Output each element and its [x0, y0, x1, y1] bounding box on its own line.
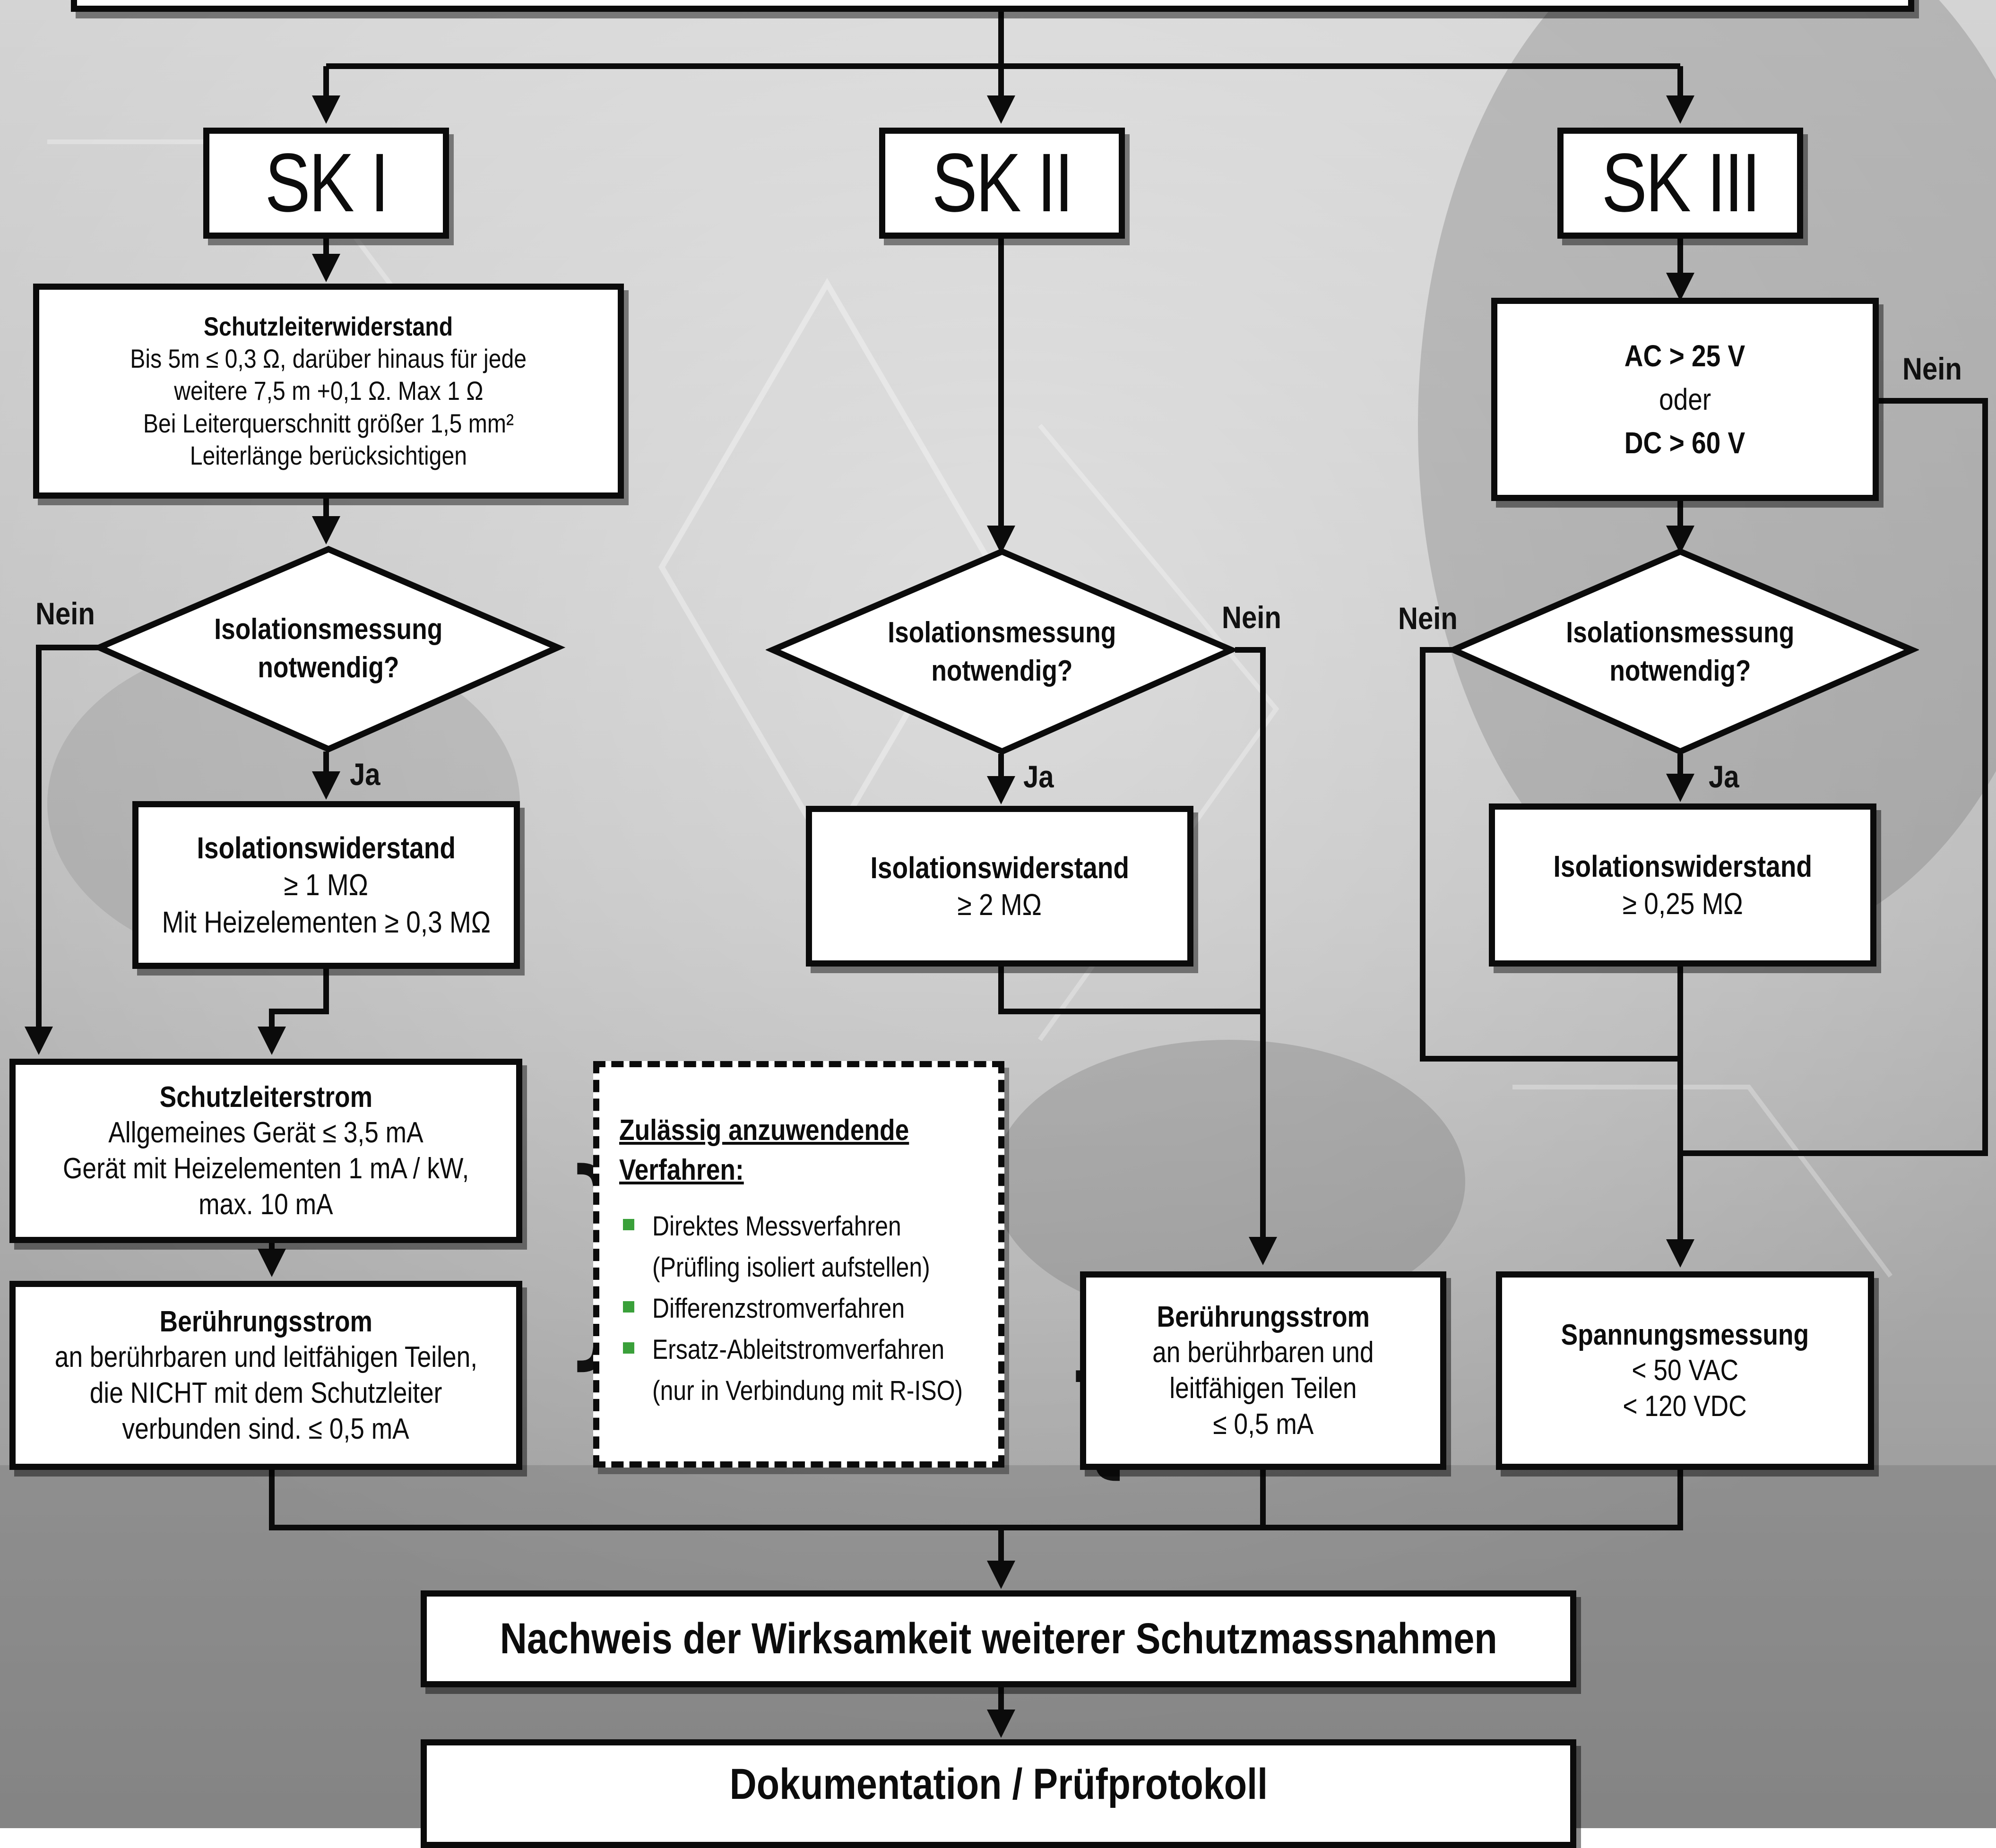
voltage-measurement-line: < 50 VAC [1632, 1354, 1738, 1387]
decision-diamond-sk3 [1446, 548, 1919, 755]
procedures-box: Zulässig anzuwendende Verfahren: Direkte… [593, 1061, 1004, 1468]
voltage-check-line: oder [1659, 382, 1711, 416]
yes-label-sk1: Ja [350, 757, 380, 792]
procedures-heading: Verfahren: [619, 1153, 744, 1186]
verification-box: Nachweis der Wirksamkeit weiterer Schutz… [421, 1590, 1576, 1687]
decision-diamond-sk2 [766, 548, 1238, 755]
voltage-check-box: AC > 25 V oder DC > 60 V [1491, 298, 1879, 501]
pe-resistance-box: Schutzleiterwiderstand Bis 5m ≤ 0,3 Ω, d… [33, 284, 624, 499]
class-label-sk1: SK I [265, 137, 389, 230]
verification-text: Nachweis der Wirksamkeit weiterer Schutz… [500, 1615, 1497, 1663]
documentation-text: Dokumentation / Prüfprotokoll [729, 1760, 1268, 1808]
decision-text-sk2: Isolationsmessung notwendig? [766, 548, 1238, 756]
insulation-line: Mit Heizelementen ≥ 0,3 MΩ [162, 905, 491, 939]
bullet-square-icon [623, 1342, 634, 1354]
pe-resistance-line: Bis 5m ≤ 0,3 Ω, darüber hinaus für jede [130, 344, 527, 374]
procedures-list: Direktes Messverfahren (Prüfling isolier… [619, 1206, 979, 1411]
insulation-line: ≥ 2 MΩ [957, 888, 1042, 922]
touch-current-box-sk1: Berührungsstrom an berührbaren und leitf… [9, 1281, 522, 1470]
class-box-sk1: SK I [203, 128, 449, 239]
procedure-item: Direktes Messverfahren (Prüfling isolier… [619, 1206, 979, 1288]
bullet-square-icon [623, 1301, 634, 1313]
touch-current-box-sk2: Berührungsstrom an berührbaren und leitf… [1080, 1271, 1446, 1470]
documentation-box: Dokumentation / Prüfprotokoll [421, 1739, 1576, 1848]
touch-current-line: an berührbaren und [1152, 1336, 1374, 1369]
insulation-box-sk1: Isolationswiderstand ≥ 1 MΩ Mit Heizelem… [132, 801, 520, 969]
insulation-title-sk2: Isolationswiderstand [870, 850, 1129, 885]
decision-line: notwendig? [931, 655, 1073, 687]
decision-line: Isolationsmessung [1566, 616, 1795, 649]
touch-current-title-sk1: Berührungsstrom [159, 1305, 372, 1338]
decision-text-sk1: Isolationsmessung notwendig? [92, 544, 565, 754]
voltage-measurement-line: < 120 VDC [1623, 1390, 1747, 1423]
touch-current-line: ≤ 0,5 mA [1212, 1408, 1313, 1441]
procedure-text: Direktes Messverfahren [652, 1211, 901, 1242]
voltage-check-line: DC > 60 V [1624, 426, 1745, 460]
no-label-sk3: Nein [1398, 601, 1458, 636]
decision-line: notwendig? [1609, 655, 1751, 687]
insulation-title-sk1: Isolationswiderstand [197, 831, 456, 865]
insulation-box-sk2: Isolationswiderstand ≥ 2 MΩ [806, 806, 1193, 967]
pe-resistance-line: weitere 7,5 m +0,1 Ω. Max 1 Ω [173, 376, 484, 406]
insulation-title-sk3: Isolationswiderstand [1553, 849, 1812, 884]
voltage-measurement-title: Spannungsmessung [1561, 1318, 1809, 1351]
insulation-box-sk3: Isolationswiderstand ≥ 0,25 MΩ [1489, 803, 1876, 967]
pe-current-box: Schutzleiterstrom Allgemeines Gerät ≤ 3,… [9, 1059, 522, 1243]
insulation-line: ≥ 1 MΩ [284, 868, 369, 902]
pe-resistance-line: Bei Leiterquerschnitt größer 1,5 mm² [143, 408, 514, 438]
top-box [71, 0, 1914, 12]
pe-current-title: Schutzleiterstrom [159, 1080, 372, 1114]
pe-current-line: Allgemeines Gerät ≤ 3,5 mA [108, 1116, 423, 1149]
class-label-sk3: SK III [1601, 137, 1761, 230]
insulation-line: ≥ 0,25 MΩ [1622, 886, 1743, 921]
decision-line: Isolationsmessung [888, 616, 1116, 649]
pe-current-line: max. 10 mA [199, 1188, 333, 1221]
outer-no-label-sk3: Nein [1902, 351, 1962, 386]
class-box-sk3: SK III [1557, 128, 1803, 239]
bullet-square-icon [623, 1219, 634, 1231]
pe-resistance-title: Schutzleiterwiderstand [204, 311, 453, 341]
procedures-heading: Zulässig anzuwendende [619, 1114, 909, 1147]
no-label-sk2: Nein [1222, 600, 1281, 635]
decision-text-sk3: Isolationsmessung notwendig? [1446, 548, 1914, 756]
pe-resistance-line: Leiterlänge berücksichtigen [190, 440, 467, 470]
pe-current-line: Gerät mit Heizelementen 1 mA / kW, [62, 1152, 469, 1185]
procedure-text: Ersatz-Ableitstromverfahren [652, 1334, 945, 1365]
touch-current-line: leitfähigen Teilen [1169, 1372, 1357, 1405]
no-label-sk1: Nein [35, 596, 95, 631]
procedure-item: Ersatz-Ableitstromverfahren (nur in Verb… [619, 1329, 979, 1411]
procedure-subtext: (nur in Verbindung mit R-ISO) [652, 1375, 963, 1407]
decision-line: notwendig? [258, 651, 399, 684]
decision-line: Isolationsmessung [214, 613, 443, 646]
class-label-sk2: SK II [932, 137, 1074, 230]
touch-current-line: verbunden sind. ≤ 0,5 mA [122, 1412, 410, 1445]
class-box-sk2: SK II [879, 128, 1125, 239]
yes-label-sk2: Ja [1023, 759, 1054, 794]
procedure-subtext: (Prüfling isoliert aufstellen) [652, 1252, 930, 1283]
voltage-check-line: AC > 25 V [1624, 338, 1745, 373]
procedure-text: Differenzstromverfahren [652, 1293, 905, 1324]
procedure-item: Differenzstromverfahren [619, 1288, 979, 1329]
yes-label-sk3: Ja [1709, 759, 1739, 794]
touch-current-line: an berührbaren und leitfähigen Teilen, [54, 1341, 477, 1374]
voltage-measurement-box: Spannungsmessung < 50 VAC < 120 VDC [1496, 1271, 1874, 1470]
decision-diamond-sk1 [91, 545, 566, 753]
touch-current-line: die NICHT mit dem Schutzleiter [89, 1377, 442, 1409]
touch-current-title-sk2: Berührungsstrom [1157, 1300, 1370, 1333]
